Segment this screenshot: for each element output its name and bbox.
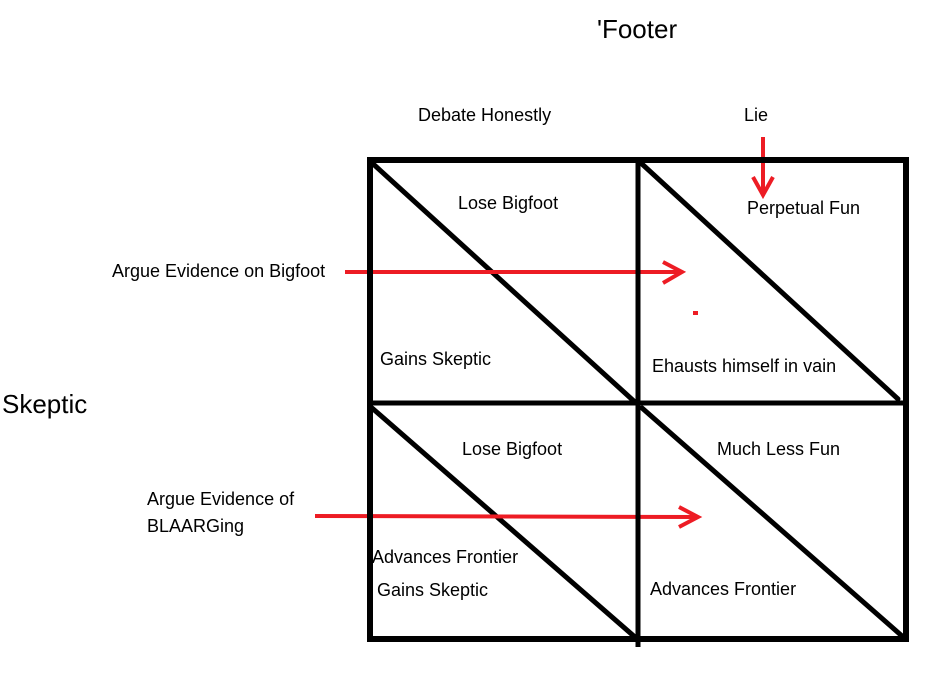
row-label-line1: Argue Evidence of bbox=[147, 489, 295, 509]
cell-diagonal-bottom-left bbox=[369, 405, 639, 641]
cell-top-right-upper-payoff: Perpetual Fun bbox=[747, 198, 861, 218]
cell-bottom-right-lower-payoff: Advances Frontier bbox=[650, 579, 797, 599]
cell-diagonal-bottom-right bbox=[639, 405, 905, 639]
cell-top-right-lower-payoff: Ehausts himself in vain bbox=[652, 356, 837, 376]
row-label-argue-evidence-on-bigfoot: Argue Evidence on Bigfoot bbox=[112, 261, 326, 281]
page-title: 'Footer bbox=[597, 14, 678, 44]
cell-bottom-left-upper-payoff: Lose Bigfoot bbox=[462, 439, 563, 459]
cell-bottom-left-lower-payoff-line1: Advances Frontier bbox=[372, 547, 519, 567]
lie-arrow-head bbox=[751, 176, 775, 200]
row1-arrow-head bbox=[661, 260, 687, 285]
cell-top-left-lower-payoff: Gains Skeptic bbox=[380, 349, 492, 369]
column-header-lie: Lie bbox=[744, 105, 769, 125]
row2-arrow-head bbox=[678, 505, 703, 529]
stray-red-dot bbox=[693, 311, 698, 315]
player-label-skeptic: Skeptic bbox=[2, 389, 88, 419]
cell-bottom-right-upper-payoff: Much Less Fun bbox=[717, 439, 841, 459]
column-header-debate-honestly: Debate Honestly bbox=[418, 105, 552, 125]
cell-bottom-left-lower-payoff-line2: Gains Skeptic bbox=[377, 580, 489, 600]
row-label-line2: BLAARGing bbox=[147, 516, 245, 536]
cell-diagonal-top-right bbox=[639, 161, 901, 402]
cell-diagonal-top-left bbox=[368, 159, 639, 406]
cell-top-left-upper-payoff: Lose Bigfoot bbox=[458, 193, 559, 213]
row2-arrow-shaft bbox=[314, 514, 697, 519]
